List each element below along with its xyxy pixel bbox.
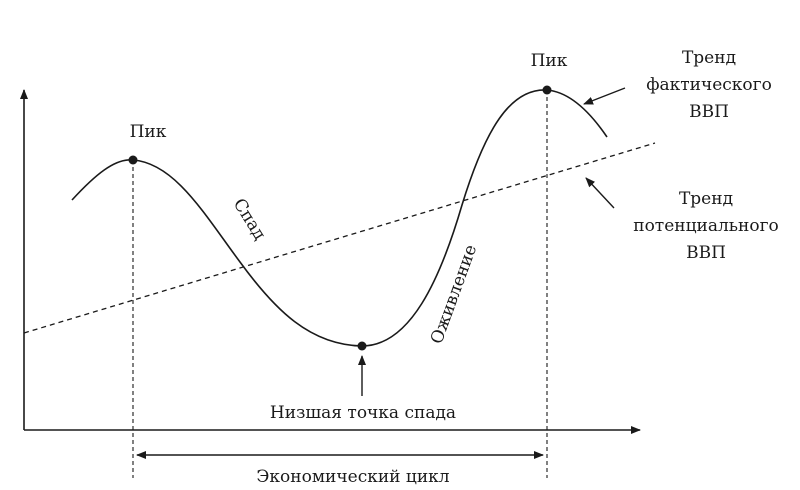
peak-left-point [128,155,138,165]
peak-left-label: Пик [130,122,167,142]
actual-gdp-curve [71,89,608,347]
recovery-label: Оживление [427,242,481,347]
actual-gdp-trend-pointer [583,87,626,105]
recession-label: Спад [229,195,270,244]
potential-gdp-trend-label-line-1: Тренд [679,189,733,209]
potential-gdp-trend-pointer [585,177,615,209]
trough-label: Низшая точка спада [270,403,456,423]
potential-gdp-trend-label-line-3: ВВП [686,243,726,263]
actual-gdp-trend-label-line-3: ВВП [689,102,729,122]
peak-right-label: Пик [531,51,568,71]
cycle-label: Экономический цикл [256,467,449,487]
peak-right-point [542,85,552,95]
potential-gdp-trend-line [23,142,656,334]
actual-gdp-trend-label-line-1: Тренд [682,48,736,68]
potential-gdp-trend-label-line-2: потенциального [633,216,779,236]
actual-gdp-trend-label-line-2: фактического [646,75,772,95]
trough-point [357,341,367,351]
